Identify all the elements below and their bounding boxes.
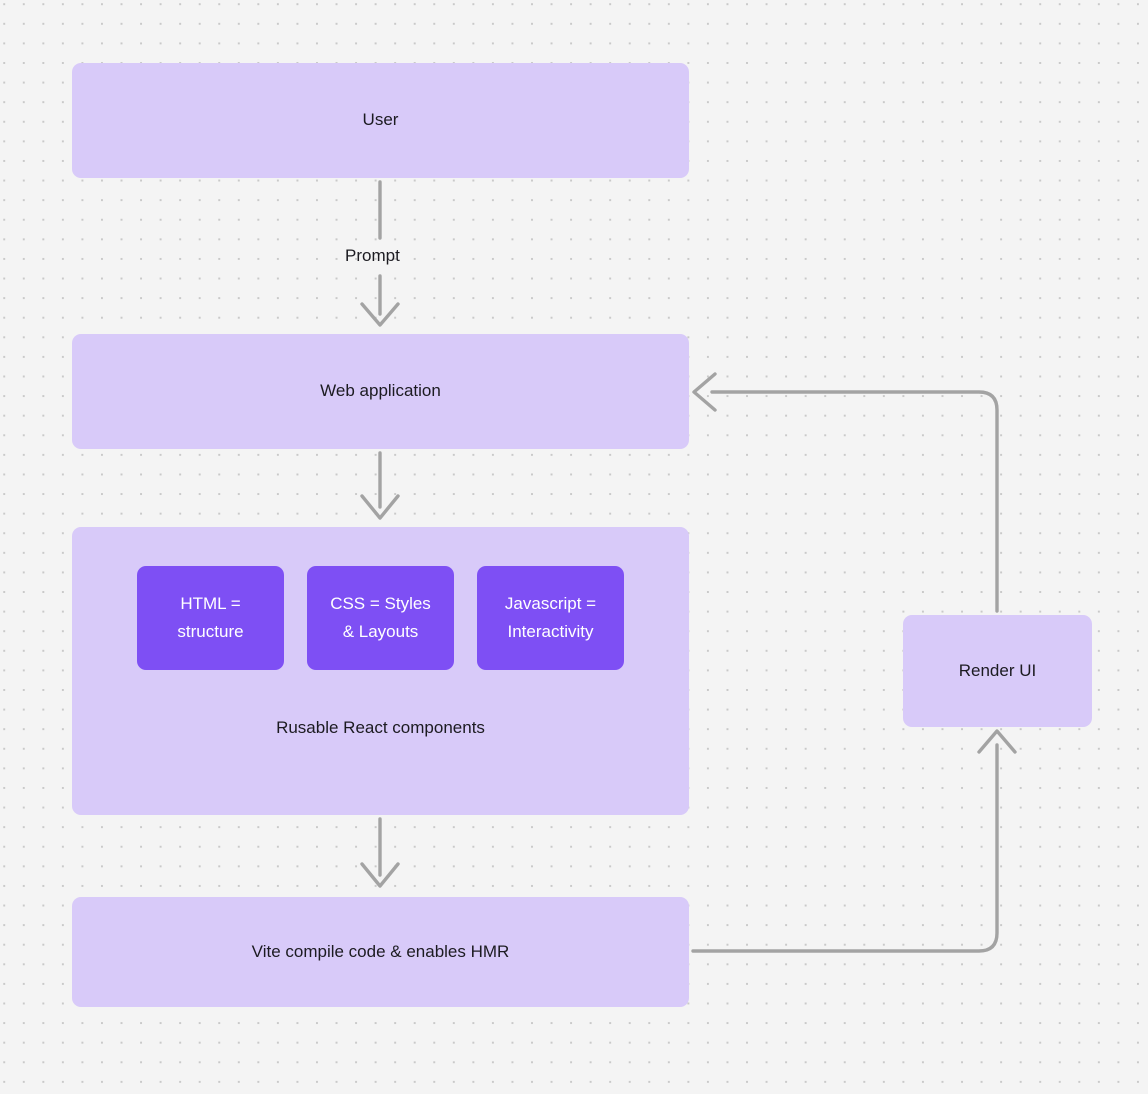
edge-vite-to-render-ui xyxy=(691,729,1017,953)
node-web-application[interactable]: Web application xyxy=(72,334,689,449)
chip-javascript[interactable]: Javascript = Interactivity xyxy=(477,566,624,670)
chips-row: HTML = structure CSS = Styles & Layouts … xyxy=(72,566,689,670)
chip-html-label: HTML = structure xyxy=(177,593,244,641)
arrowhead-down-icon xyxy=(360,494,400,520)
node-render-ui-label: Render UI xyxy=(958,660,1037,680)
arrowhead-up-icon xyxy=(977,729,1017,754)
chip-css[interactable]: CSS = Styles & Layouts xyxy=(307,566,454,670)
chip-html[interactable]: HTML = structure xyxy=(137,566,284,670)
edge-line xyxy=(710,390,999,613)
arrowhead-left-icon xyxy=(692,372,717,412)
chip-javascript-label: Javascript = Interactivity xyxy=(504,593,597,641)
arrowhead-down-icon xyxy=(360,862,400,888)
node-vite[interactable]: Vite compile code & enables HMR xyxy=(72,897,689,1007)
node-user-label: User xyxy=(362,110,399,130)
node-render-ui[interactable]: Render UI xyxy=(903,615,1092,727)
node-web-application-label: Web application xyxy=(320,381,441,401)
chip-css-label: CSS = Styles & Layouts xyxy=(330,593,431,641)
edge-web-app-to-components xyxy=(360,451,400,520)
arrowhead-down-icon xyxy=(360,302,400,327)
node-components[interactable]: HTML = structure CSS = Styles & Layouts … xyxy=(72,527,689,815)
node-components-caption: Rusable React components xyxy=(276,718,485,737)
node-user[interactable]: User xyxy=(72,63,689,178)
edge-components-to-vite xyxy=(360,817,400,888)
node-vite-label: Vite compile code & enables HMR xyxy=(251,941,510,961)
edge-label-prompt: Prompt xyxy=(345,246,400,265)
edge-line xyxy=(691,743,999,953)
edge-render-ui-to-web-app xyxy=(692,372,999,613)
